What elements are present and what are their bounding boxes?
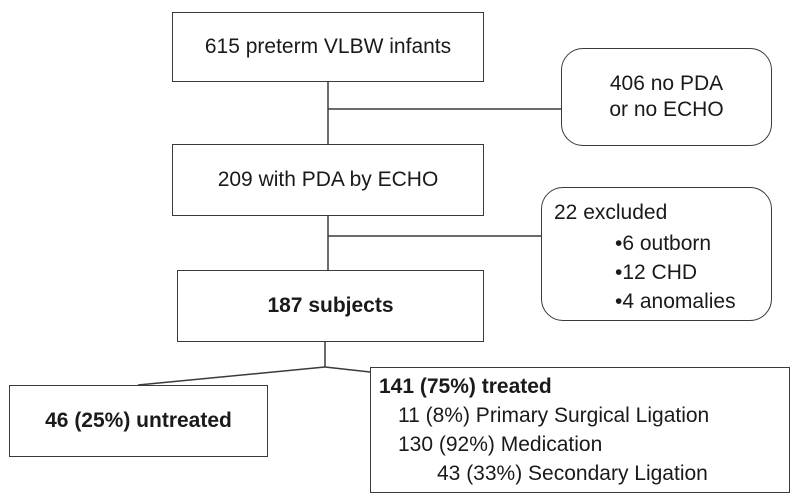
subjects-box: 187 subjects bbox=[177, 270, 484, 342]
excluded-header: 22 excluded bbox=[554, 201, 668, 224]
treated-box: 141 (75%) treated 11 (8%) Primary Surgic… bbox=[370, 367, 790, 493]
subjects-label: 187 subjects bbox=[267, 293, 394, 317]
total-infants-label: 615 preterm VLBW infants bbox=[204, 34, 452, 58]
total-infants-box: 615 preterm VLBW infants bbox=[172, 12, 484, 82]
untreated-label: 46 (25%) untreated bbox=[45, 408, 232, 432]
treated-medication: 130 (92%) Medication bbox=[398, 433, 603, 456]
pda-box: 209 with PDA by ECHO bbox=[172, 144, 484, 216]
treated-header: 141 (75%) treated bbox=[379, 375, 552, 398]
pda-label: 209 with PDA by ECHO bbox=[217, 167, 439, 191]
connector-split-to-treated bbox=[324, 366, 371, 373]
treated-primary-ligation: 11 (8%) Primary Surgical Ligation bbox=[398, 404, 710, 427]
excluded-box: 22 excluded •6 outborn •12 CHD •4 anomal… bbox=[541, 187, 772, 321]
no-pda-label-line2: or no ECHO bbox=[609, 98, 724, 121]
excluded-item-chd: •12 CHD bbox=[615, 261, 698, 284]
no-pda-box: 406 no PDA or no ECHO bbox=[561, 48, 772, 146]
no-pda-label-line1: 406 no PDA bbox=[609, 71, 724, 95]
untreated-box: 46 (25%) untreated bbox=[9, 385, 268, 457]
connector-split-to-untreated bbox=[137, 366, 326, 386]
excluded-item-outborn: •6 outborn bbox=[615, 232, 712, 255]
treated-secondary-ligation: 43 (33%) Secondary Ligation bbox=[437, 462, 708, 485]
excluded-item-anomalies: •4 anomalies bbox=[615, 290, 736, 313]
